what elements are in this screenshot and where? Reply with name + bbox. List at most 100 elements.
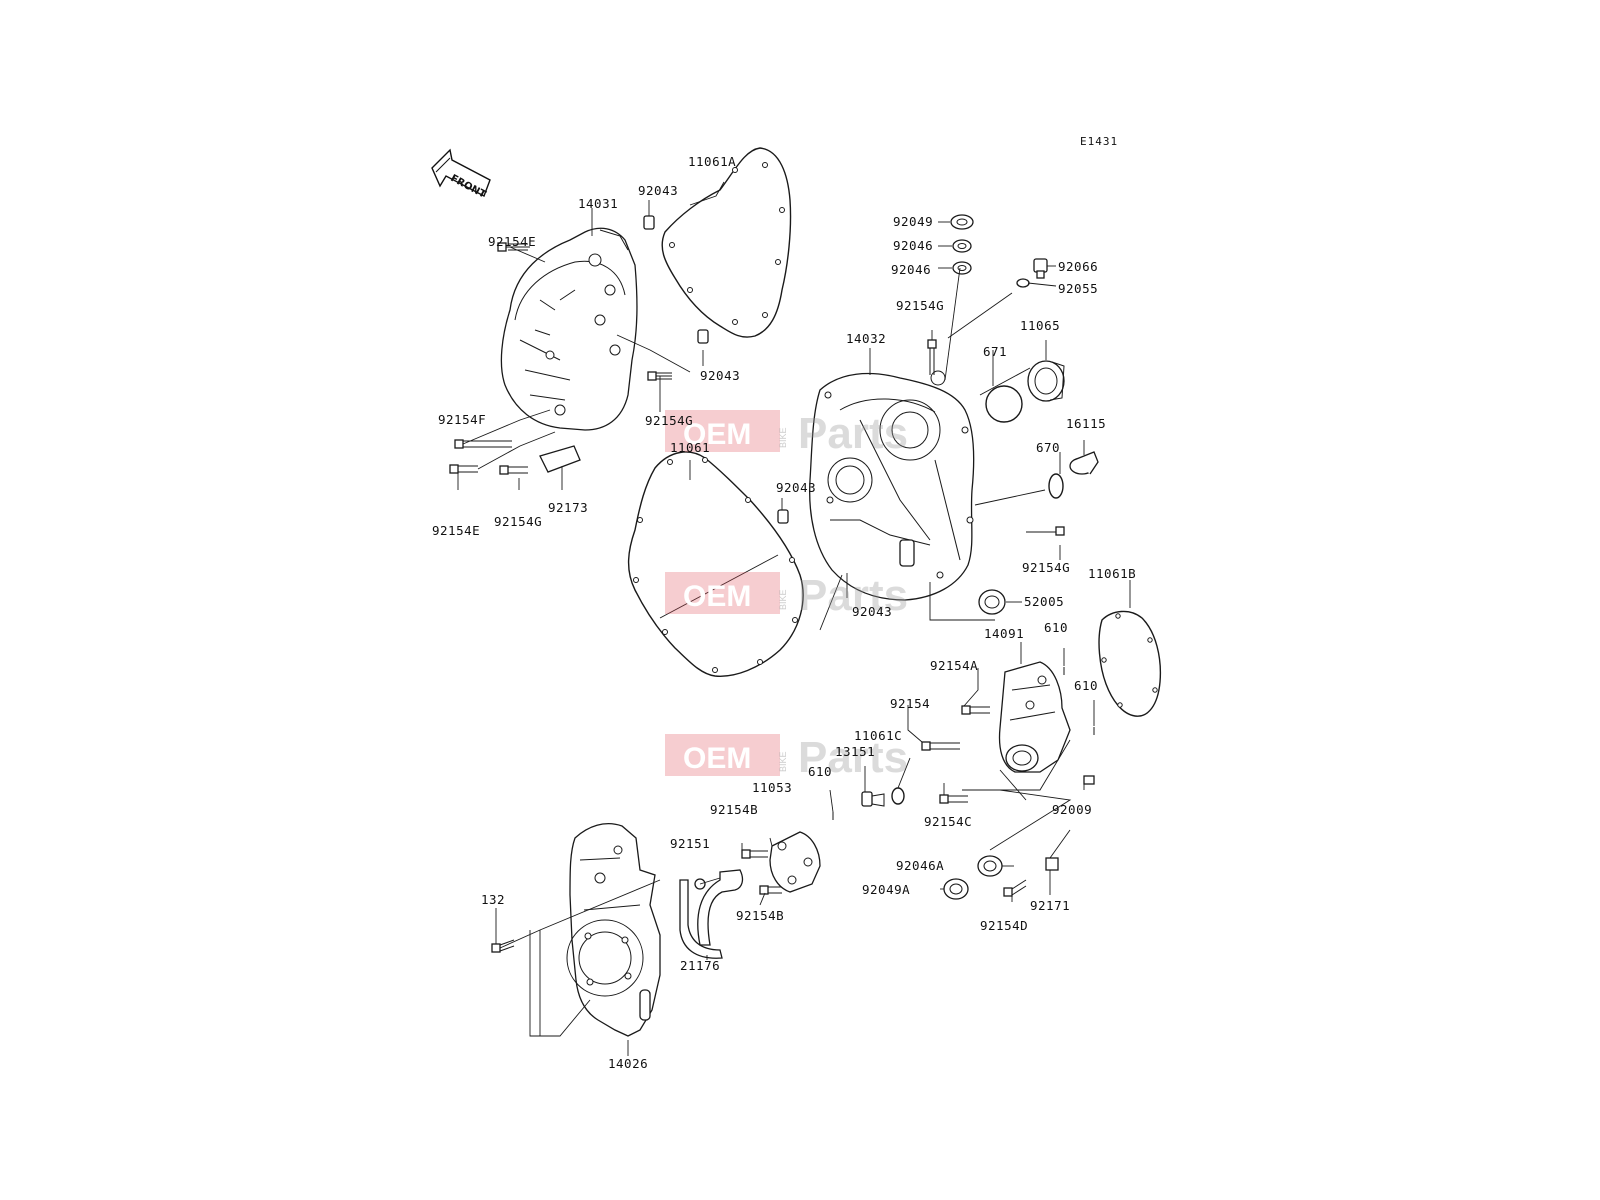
hose-21176 (679, 869, 744, 959)
bolt-92009 (1083, 775, 1095, 785)
label-11061B: 11061B (1088, 566, 1136, 581)
label-92049A: 92049A (862, 882, 910, 897)
svg-text:BIKE: BIKE (778, 589, 788, 610)
label-670: 670 (1036, 440, 1060, 455)
bearing-92046-a (952, 239, 972, 253)
thermoswitch-13151 (861, 791, 885, 807)
label-92009: 92009 (1052, 802, 1092, 817)
bolt-92154A (961, 705, 990, 715)
label-14026: 14026 (608, 1056, 648, 1071)
label-92154A: 92154A (930, 658, 978, 673)
svg-text:OEM: OEM (683, 580, 751, 613)
label-92043-mid: 92043 (700, 368, 740, 383)
seal-92049 (950, 214, 974, 230)
label-671: 671 (983, 344, 1007, 359)
svg-text:Parts: Parts (798, 571, 908, 620)
cover-14031 (500, 227, 638, 431)
label-92154B-b: 92154B (736, 908, 784, 923)
label-92154E-bottom: 92154E (432, 523, 480, 538)
cap-11065 (1027, 360, 1065, 402)
label-92046-b: 92046 (891, 262, 931, 277)
dowel-92043-top (643, 215, 655, 230)
bolt-92154C (939, 794, 968, 804)
label-92043-top: 92043 (638, 183, 678, 198)
label-11053: 11053 (752, 780, 792, 795)
seal-92049A (943, 878, 969, 900)
label-92154E-top: 92154E (488, 234, 536, 249)
label-21176: 21176 (680, 958, 720, 973)
gasket-11061-holes (633, 457, 798, 673)
label-14031: 14031 (578, 196, 618, 211)
cover-14026 (566, 823, 661, 1037)
svg-text:OEM: OEM (683, 418, 751, 451)
bearing-92046-b (952, 261, 972, 275)
svg-text:BIKE: BIKE (778, 427, 788, 448)
housing-14091 (998, 661, 1071, 773)
label-92055: 92055 (1058, 281, 1098, 296)
bolt-92154G-bottom (499, 465, 528, 475)
label-92173: 92173 (548, 500, 588, 515)
label-92066: 92066 (1058, 259, 1098, 274)
label-92043-bottom: 92043 (852, 604, 892, 619)
label-92046A: 92046A (896, 858, 944, 873)
label-52005: 52005 (1024, 594, 1064, 609)
label-92154D: 92154D (980, 918, 1028, 933)
label-14091: 14091 (984, 626, 1024, 641)
label-92043-low: 92043 (776, 480, 816, 495)
svg-text:OEM: OEM (683, 742, 751, 775)
diagram-code: E1431 (1080, 135, 1118, 148)
dowel-92043-low (777, 509, 789, 524)
label-11061: 11061 (670, 440, 710, 455)
label-92154: 92154 (890, 696, 930, 711)
label-11061C: 11061C (854, 728, 902, 743)
bolt-92154D (1003, 879, 1027, 897)
label-92151: 92151 (670, 836, 710, 851)
label-92154B-a: 92154B (710, 802, 758, 817)
gasket-11061A-holes (669, 162, 785, 325)
bolt-92154 (921, 741, 960, 751)
dowel-92043-mid (697, 329, 709, 344)
label-11061A: 11061A (688, 154, 736, 169)
cover-14032 (809, 370, 975, 601)
seal-52005 (978, 589, 1006, 615)
gauge-16115 (1069, 451, 1099, 475)
bolt-92154G-right (1026, 526, 1065, 536)
oring-92055 (1016, 278, 1030, 288)
label-610-a: 610 (1044, 620, 1068, 635)
label-16115: 16115 (1066, 416, 1106, 431)
watermark-3: OEM BIKE Parts (665, 733, 908, 782)
label-11065: 11065 (1020, 318, 1060, 333)
label-610-b: 610 (1074, 678, 1098, 693)
part-labels: 11061A 92043 14031 92154E 92043 92154G 9… (432, 154, 1136, 1071)
label-92154G-top: 92154G (896, 298, 944, 313)
label-92154F: 92154F (438, 412, 486, 427)
label-132: 132 (481, 892, 505, 907)
plug-92066 (1033, 258, 1048, 279)
label-92154G-right: 92154G (1022, 560, 1070, 575)
bolt-92154E-bottom (449, 464, 478, 474)
bolt-92154B-b (759, 885, 782, 895)
oring-671 (985, 385, 1023, 423)
watermark-2: OEM BIKE Parts (665, 571, 908, 620)
watermark-1: OEM BIKE Parts (665, 409, 908, 458)
bolt-92154B-a (741, 849, 768, 859)
bearing-92046A (977, 855, 1003, 877)
label-92049: 92049 (893, 214, 933, 229)
label-92154C: 92154C (924, 814, 972, 829)
front-arrow-icon: FRONT (431, 148, 491, 201)
leader-lines (457, 181, 1131, 1056)
bolt-92154G-top (927, 339, 937, 375)
label-610-c: 610 (808, 764, 832, 779)
clamp-92173 (539, 445, 581, 473)
svg-text:Parts: Parts (798, 409, 908, 458)
label-92171: 92171 (1030, 898, 1070, 913)
oring-11061C (891, 787, 905, 805)
label-13151: 13151 (835, 744, 875, 759)
svg-text:BIKE: BIKE (778, 751, 788, 772)
label-92154G-bottom: 92154G (494, 514, 542, 529)
label-92154G-left: 92154G (645, 413, 693, 428)
bolt-92154G-left (647, 371, 672, 381)
gasket-11061A (661, 147, 792, 338)
gasket-11061 (627, 451, 804, 677)
